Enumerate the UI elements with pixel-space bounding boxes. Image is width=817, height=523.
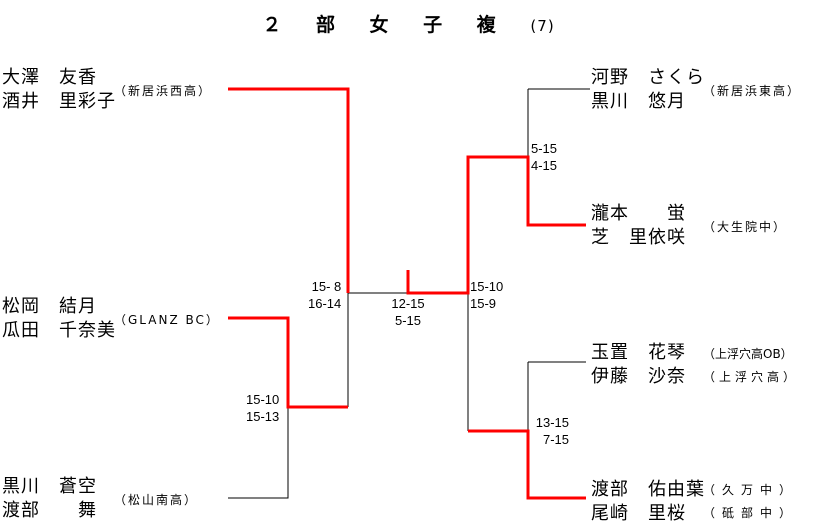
- player-name: 黒川 悠月: [591, 91, 686, 112]
- team-affiliation: （大生院中）: [703, 220, 788, 234]
- player-name: 玉置 花琴: [591, 342, 686, 363]
- score-right-r1-top: 5-15 4-15: [531, 140, 557, 174]
- score-left-r1: 15-10 15-13: [246, 391, 279, 425]
- team-affiliation: （上浮穴高OB）: [703, 347, 793, 361]
- line-team4: [527, 88, 590, 157]
- game-score: 15- 8: [311, 279, 342, 294]
- page-title: ２ 部 女 子 複 (7): [0, 10, 817, 37]
- team-5: 瀧本 蛍芝 里依咲: [591, 202, 686, 250]
- game-score: 16-14: [308, 296, 342, 311]
- title-text: ２ 部 女 子 複: [262, 14, 510, 36]
- game-score: 7-15: [542, 432, 569, 447]
- player-name: 伊藤 沙奈: [591, 366, 686, 387]
- score-final: 12-15 5-15: [378, 295, 438, 329]
- team-affiliation: （新居浜東高）: [703, 84, 802, 98]
- team-affiliation-2: （砥部中）: [703, 506, 799, 520]
- game-score: 5-15: [394, 313, 422, 328]
- player-name: 尾崎 里桜: [591, 503, 686, 523]
- line-team3: [228, 407, 289, 499]
- player-name: 渡部 佑由葉: [591, 479, 705, 500]
- win-line-team2: [228, 316, 348, 409]
- team-6: 玉置 花琴伊藤 沙奈: [591, 341, 686, 389]
- win-line-team1: [228, 87, 350, 293]
- team-affiliation-2: （上浮穴高）: [703, 370, 800, 384]
- title-number: (7): [530, 17, 555, 35]
- game-score: 15-9: [470, 296, 497, 311]
- team-4: 河野 さくら黒川 悠月: [591, 66, 705, 114]
- game-score: 15-10: [246, 392, 280, 407]
- team-affiliation: （松山南高）: [114, 493, 199, 507]
- player-name: 河野 さくら: [591, 67, 705, 88]
- team-3: 黒川 蒼空渡部 舞: [2, 475, 97, 523]
- player-name: 渡部 舞: [2, 500, 97, 521]
- game-score: 12-15: [391, 296, 425, 311]
- team-1: 大澤 友香酒井 里彩子: [2, 66, 116, 114]
- player-name: 松岡 結月: [2, 296, 97, 317]
- game-score: 15-10: [470, 279, 504, 294]
- player-name: 酒井 里彩子: [2, 91, 116, 112]
- team-affiliation: （GLANZ BC）: [114, 313, 220, 327]
- score-left-semi: 15- 8 16-14: [308, 278, 341, 312]
- score-right-r1-bottom: 13-15 7-15: [531, 414, 569, 448]
- line-team6: [527, 361, 586, 431]
- team-affiliation: （久万中）: [703, 483, 799, 497]
- game-score: 5-15: [531, 141, 558, 156]
- score-right-semi: 15-10 15-9: [470, 278, 503, 312]
- player-name: 瀧本 蛍: [591, 203, 686, 224]
- game-score: 4-15: [531, 158, 558, 173]
- team-affiliation: （新居浜西高）: [114, 84, 213, 98]
- game-score: 13-15: [535, 415, 569, 430]
- player-name: 黒川 蒼空: [2, 476, 97, 497]
- team-7: 渡部 佑由葉尾崎 里桜: [591, 478, 705, 523]
- team-2: 松岡 結月瓜田 千奈美: [2, 295, 116, 343]
- game-score: 15-13: [246, 409, 280, 424]
- player-name: 大澤 友香: [2, 67, 97, 88]
- win-line-team7: [468, 429, 586, 500]
- win-line-final: [406, 155, 586, 295]
- player-name: 瓜田 千奈美: [2, 320, 116, 341]
- player-name: 芝 里依咲: [591, 227, 686, 248]
